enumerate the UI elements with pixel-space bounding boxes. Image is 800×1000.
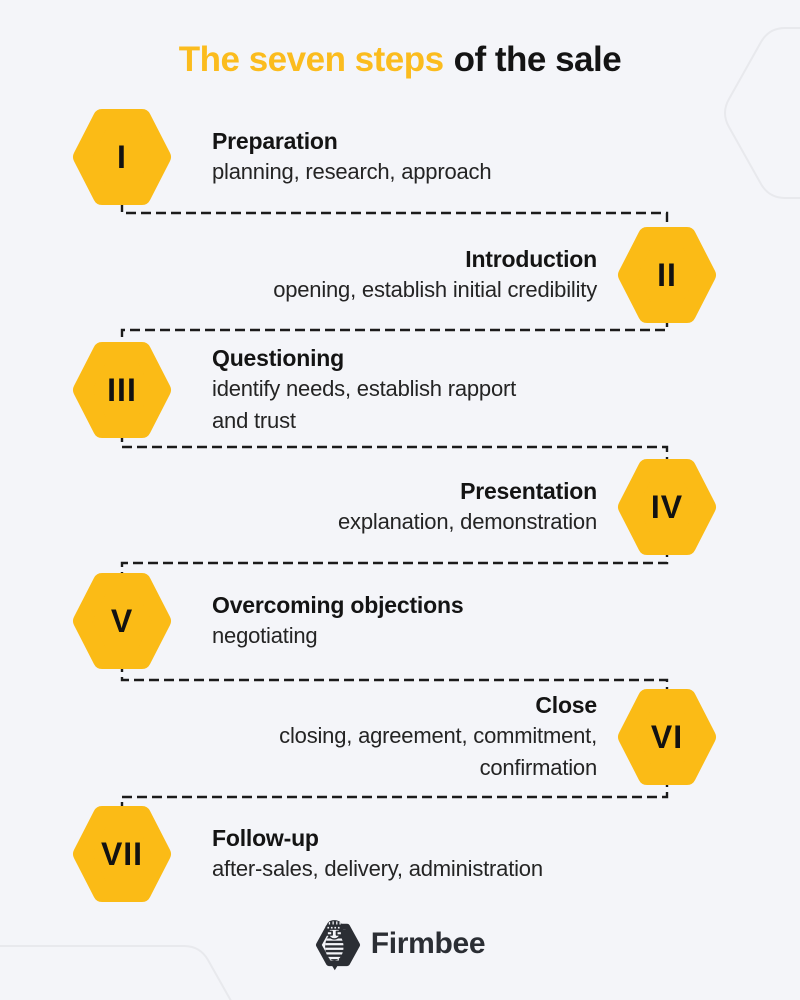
hexagon-badge-7: VII [72,805,172,903]
hexagon-badge-4: IV [617,458,717,556]
step-description: opening, establish initial credibility [273,277,597,302]
step-description: after-sales, delivery, administration [212,856,543,881]
hexagon-shape [73,342,171,438]
step-description: explanation, demonstration [338,509,597,534]
step-numeral: IV [650,488,684,525]
decor-hexagon-bottom-left [0,945,232,1000]
step-title: Close [535,692,597,718]
step-description: identify needs, establish rapport and tr… [212,376,517,433]
hexagon-badge-6: VI [617,688,717,786]
hexagon-badge-2: II [617,226,717,324]
decor-hexagon-top-right [724,27,800,199]
hexagon-badge-5: V [72,572,172,670]
page-title-rest: of the sale [453,40,622,79]
hexagon-shape [618,689,716,785]
brand-name: Firmbee [370,927,486,960]
step-title: Introduction [465,246,597,272]
step-title: Follow-up [212,825,319,851]
hexagon-shape [618,227,716,323]
footer-brand: Firmbee [0,912,800,976]
step-3-text: Questioning identify needs, establish ra… [212,343,732,437]
hexagon-shape [73,109,171,205]
step-title: Presentation [460,478,597,504]
step-numeral: VII [100,835,144,872]
step-description: negotiating [212,623,318,648]
hexagon-badge-3: III [72,341,172,439]
step-title: Questioning [212,345,344,371]
step-numeral: I [117,138,127,175]
step-6-text: Close closing, agreement, commitment, co… [77,690,597,784]
step-title: Overcoming objections [212,592,464,618]
step-7-text: Follow-up after-sales, delivery, adminis… [212,823,732,885]
step-5-text: Overcoming objections negotiating [212,590,732,652]
step-numeral: III [107,371,137,408]
firmbee-bee-icon [315,920,360,971]
page-title-highlight: The seven steps [178,40,444,79]
hexagon-shape [73,806,171,902]
step-numeral: VI [650,718,684,755]
step-title: Preparation [212,128,338,154]
step-description: planning, research, approach [212,159,492,184]
step-numeral: II [657,256,677,293]
hexagon-shape [618,459,716,555]
step-2-text: Introduction opening, establish initial … [77,244,597,306]
step-description: closing, agreement, commitment, confirma… [279,723,597,780]
step-1-text: Preparation planning, research, approach [212,126,732,188]
hexagon-badge-1: I [72,108,172,206]
step-4-text: Presentation explanation, demonstration [77,476,597,538]
hexagon-shape [73,573,171,669]
step-numeral: V [110,602,134,639]
